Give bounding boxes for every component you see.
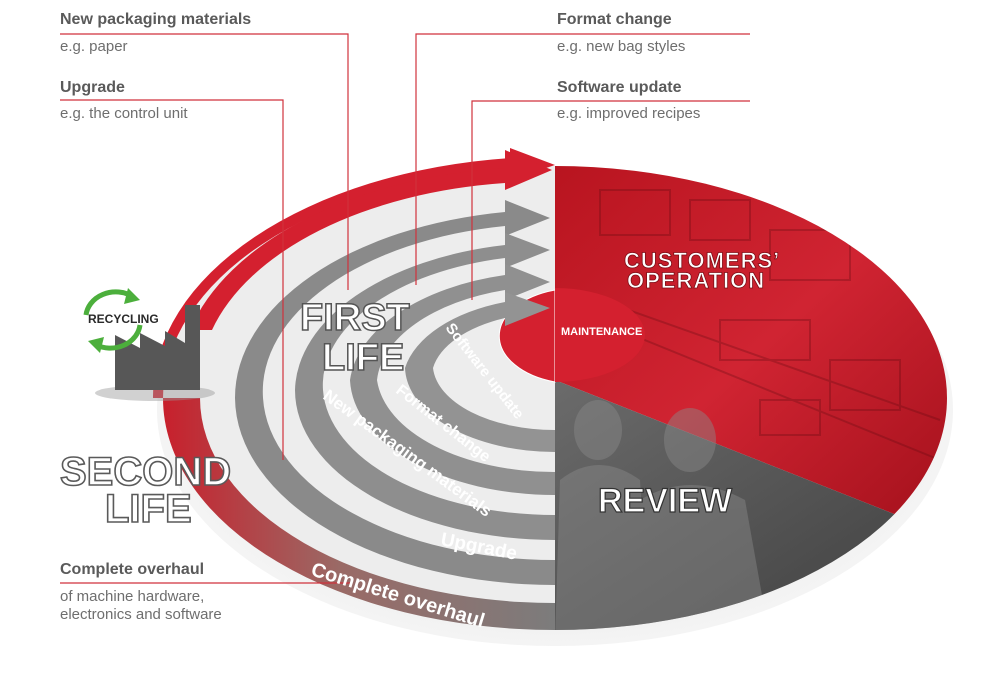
maintenance-sector-right (555, 288, 645, 382)
line-format-change (415, 33, 750, 285)
callout-format-change-sub: e.g. new bag styles (557, 38, 686, 55)
line-new-packaging (60, 33, 349, 290)
second-life-line-2: LIFE (105, 487, 192, 531)
callout-complete-overhaul-title: Complete overhaul (60, 561, 205, 578)
factory-icon (95, 305, 215, 401)
callout-new-packaging-sub: e.g. paper (60, 38, 128, 55)
review-label: REVIEW (598, 482, 733, 520)
recycle-arrows-icon (83, 288, 143, 353)
callout-lines (60, 33, 750, 584)
callout-software-update-title: Software update (557, 79, 682, 96)
callout-upgrade-title: Upgrade (60, 79, 125, 96)
maintenance-label: MAINTENANCE (561, 326, 642, 338)
callout-format-change-title: Format change (557, 11, 672, 28)
second-life-label: SECOND LIFE (59, 449, 232, 532)
first-life-line-1: FIRST (300, 297, 410, 339)
top-red-arrow (190, 150, 552, 330)
callout-software-update-sub: e.g. improved recipes (557, 105, 701, 122)
operation-photo-area (555, 166, 947, 630)
callout-complete-overhaul-sub-2: electronics and software (60, 606, 222, 623)
customers-line-2: OPERATION (627, 268, 765, 293)
customers-operation-sector (555, 166, 947, 540)
ring-upgrade (234, 200, 555, 585)
ring-format-change (350, 264, 555, 495)
ring-complete-overhaul (163, 398, 555, 630)
first-life-line-2: LIFE (322, 337, 404, 379)
line-upgrade (60, 99, 284, 460)
customers-operation-label: CUSTOMERS’ OPERATION (624, 248, 780, 294)
recycling-label: RECYCLING (88, 312, 159, 326)
second-life-line-1: SECOND (60, 450, 231, 494)
ring-software-update (405, 292, 555, 452)
callout-new-packaging-title: New packaging materials (60, 11, 252, 28)
callout-upgrade-sub: e.g. the control unit (60, 105, 188, 122)
ring-new-packaging (295, 233, 555, 540)
first-life-label: FIRST LIFE (299, 296, 410, 380)
customers-line-1: CUSTOMERS’ (624, 248, 780, 273)
callout-complete-overhaul-sub-1: of machine hardware, (60, 588, 205, 605)
line-software-update (471, 100, 750, 300)
